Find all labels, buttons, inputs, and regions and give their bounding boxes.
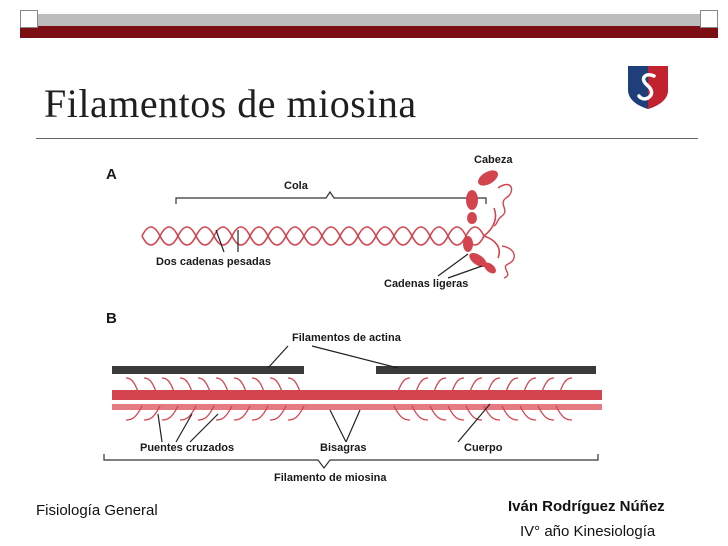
label-dos-cadenas-pesadas: Dos cadenas pesadas [156,256,271,268]
top-decorative-bar [20,10,718,38]
top-right-square [700,10,718,28]
label-bisagras: Bisagras [320,442,367,454]
label-cola: Cola [284,180,308,192]
label-cadenas-ligeras: Cadenas ligeras [384,278,469,290]
title-divider [36,138,698,139]
top-left-square [20,10,38,28]
panel-b-graphic [103,345,602,469]
label-puentes-cruzados: Puentes cruzados [140,442,235,454]
footer-course-name: Fisiología General [36,502,158,519]
label-filamento-miosina: Filamento de miosina [274,472,387,484]
label-cabeza: Cabeza [474,154,513,166]
label-filamentos-actina: Filamentos de actina [292,332,401,344]
slide-title: Filamentos de miosina [44,81,417,126]
panel-a-graphic [141,170,515,279]
myosin-diagram: A Cabeza Cola Dos cadenas pesadas Cadena… [98,148,610,494]
panel-a-letter: A [106,166,117,183]
footer-course-year: IV° año Kinesiología [520,523,656,540]
panel-b-letter: B [106,310,117,327]
footer-author: Iván Rodríguez Núñez [508,498,665,515]
top-grey-stripe [20,14,718,26]
myosin-diagram-graphic [103,170,602,469]
label-cuerpo: Cuerpo [464,442,503,454]
university-logo [628,66,668,109]
top-red-stripe [20,26,718,38]
